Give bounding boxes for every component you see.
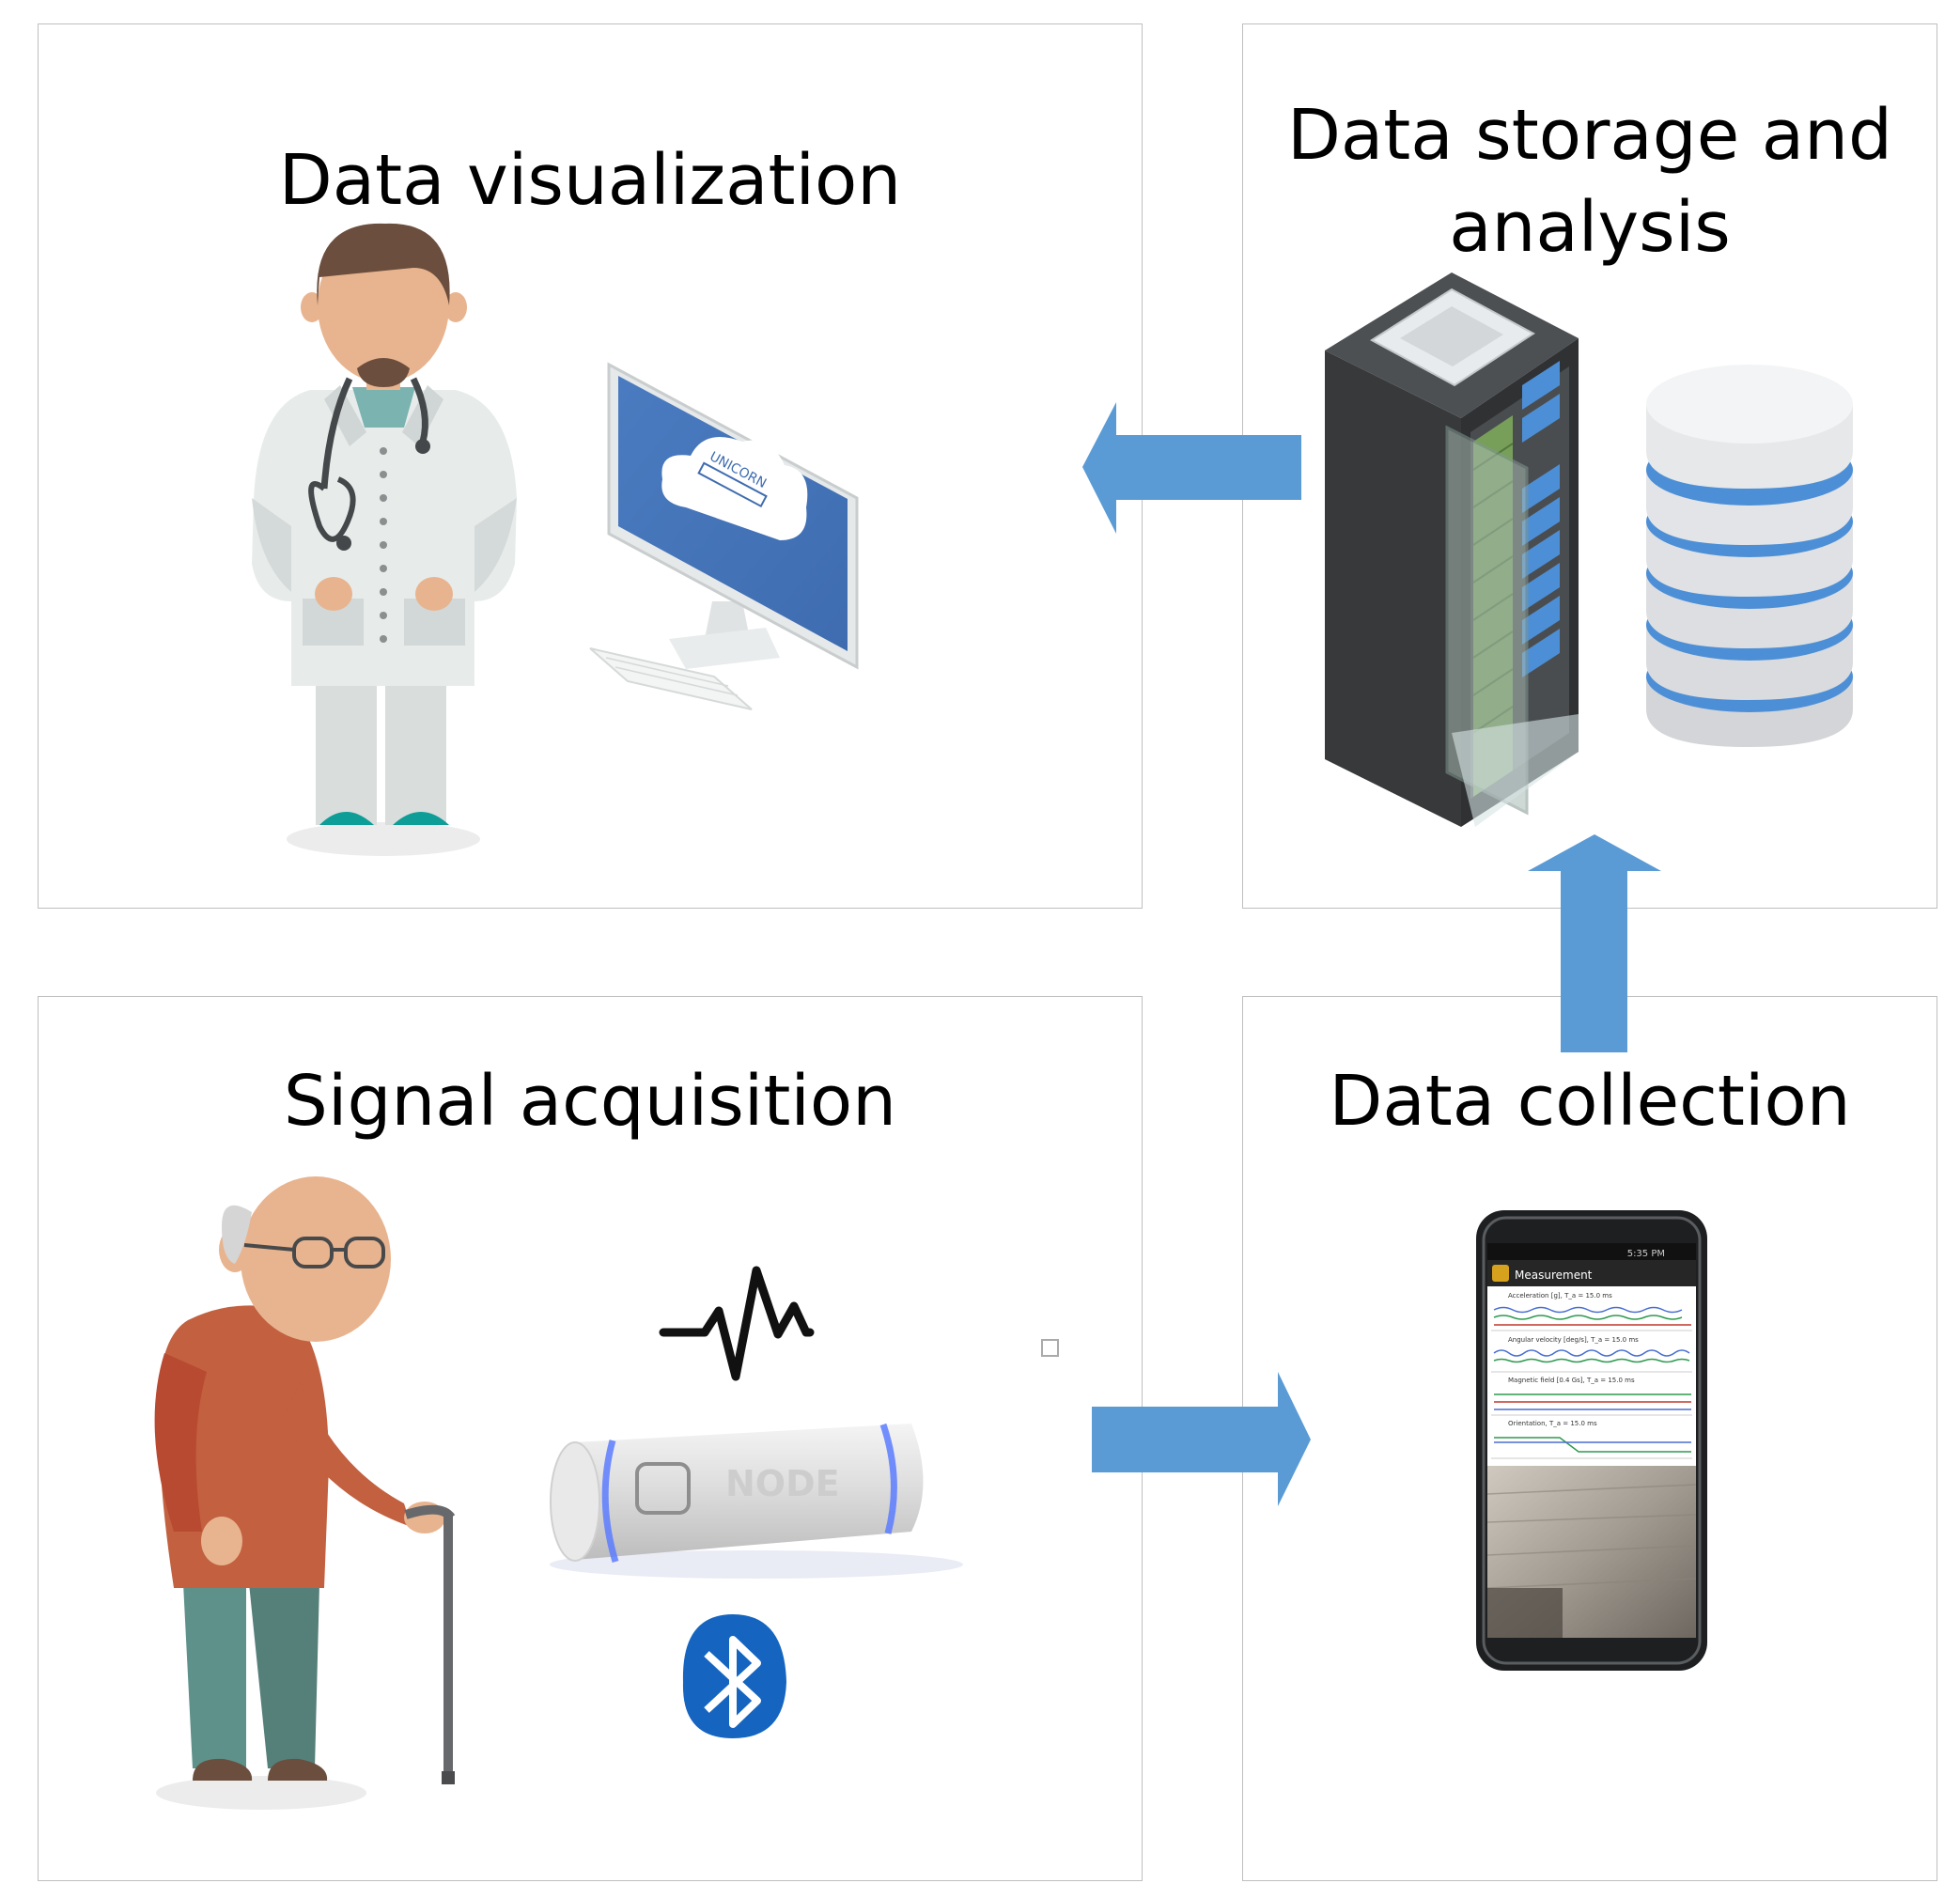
arrow-to-visualization — [1082, 402, 1301, 534]
monitor-icon: UNICORN — [589, 362, 859, 710]
doctor-icon — [252, 223, 517, 856]
panel-data-visualization: Data visualization — [38, 23, 1143, 909]
bluetooth-icon — [682, 1614, 786, 1738]
panel-title-visualization: Data visualization — [278, 140, 902, 221]
panel-title-acquisition: Signal acquisition — [283, 1061, 897, 1142]
phone-app-title: Measurement — [1515, 1269, 1593, 1282]
elderly-person-icon — [154, 1176, 456, 1810]
handle-square — [1041, 1339, 1059, 1357]
phone-graph-label: Angular velocity [deg/s], T_a = 15.0 ms — [1508, 1336, 1639, 1344]
phone-graph-label: Magnetic field [0.4 Gs], T_a = 15.0 ms — [1508, 1377, 1635, 1384]
arrow-to-collection — [1092, 1372, 1311, 1506]
database-icon — [1646, 365, 1853, 747]
sensor-node-icon: NODE — [550, 1423, 963, 1579]
phone-graph-label: Orientation, T_a = 15.0 ms — [1508, 1420, 1597, 1427]
panel-title-collection: Data collection — [1329, 1061, 1851, 1142]
smartphone-icon: 5:35 PM Measurement Acceleration [g], T_… — [1476, 1210, 1707, 1671]
server-rack-icon — [1325, 272, 1579, 827]
phone-graph-label: Acceleration [g], T_a = 15.0 ms — [1508, 1292, 1612, 1300]
sensor-label: NODE — [725, 1463, 840, 1504]
arrow-to-storage — [1528, 834, 1661, 1052]
pulse-icon — [659, 1266, 815, 1381]
panel-title-storage-line2: analysis — [1449, 187, 1731, 268]
panel-title-storage-line1: Data storage and — [1286, 95, 1893, 176]
phone-status-time: 5:35 PM — [1627, 1249, 1665, 1259]
